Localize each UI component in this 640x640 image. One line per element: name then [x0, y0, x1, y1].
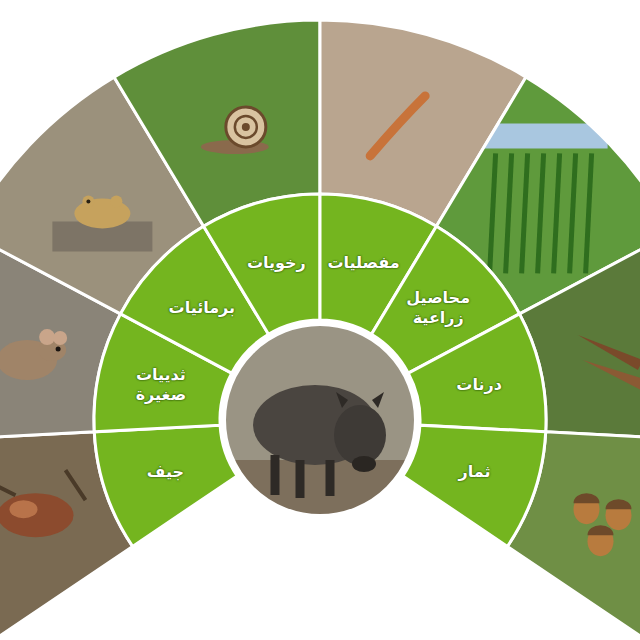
- tuber-photo: [583, 360, 640, 390]
- segment-label-box: برمائيات: [159, 298, 245, 318]
- snail-photo: [242, 123, 250, 131]
- segment-label: درنات: [436, 375, 522, 395]
- boar-head: [334, 405, 386, 465]
- sky-photo: [468, 123, 608, 148]
- segment-label: برمائيات: [159, 298, 245, 318]
- acorn-photo: [605, 500, 631, 530]
- segment-label: ثمار: [432, 462, 518, 482]
- acorn-photo: [573, 494, 599, 524]
- segment-label-box: ثدييات صغيرة: [118, 365, 204, 405]
- snail-photo: [235, 116, 257, 138]
- acorn-photo: [605, 499, 631, 509]
- crop-photo: [506, 153, 512, 273]
- segment-label-box: مفصليات: [321, 253, 407, 273]
- center-ring: [223, 323, 417, 517]
- carrion-photo: [0, 493, 74, 537]
- crop-photo: [490, 153, 496, 273]
- mouse-photo: [53, 331, 67, 345]
- twig-photo: [0, 470, 86, 500]
- mouse-photo: [39, 329, 55, 345]
- acorn-photo: [573, 493, 599, 503]
- green-segment: [94, 425, 237, 546]
- snail-photo: [226, 107, 266, 147]
- segment-label-box: درنات: [436, 375, 522, 395]
- boar-snout: [352, 456, 376, 472]
- mouse-photo: [56, 347, 61, 352]
- segment-label: رخويات: [233, 253, 319, 273]
- crop-photo: [522, 153, 528, 273]
- segment-label-box: ثمار: [432, 462, 518, 482]
- carrion-photo: [10, 500, 38, 518]
- crop-photo: [538, 153, 544, 273]
- frog-photo: [82, 195, 94, 207]
- green-segment: [408, 314, 546, 432]
- frog-photo: [86, 199, 90, 203]
- green-segment: [403, 425, 546, 546]
- tuber-photo: [578, 335, 640, 370]
- frog-photo: [110, 195, 122, 207]
- segment-label: محاصيل زراعية: [395, 288, 481, 328]
- boar-ears: [336, 392, 384, 408]
- segment-label: جيف: [122, 462, 208, 482]
- crop-photo: [570, 153, 576, 273]
- crop-photo: [554, 153, 560, 273]
- boar-legs: [275, 455, 330, 498]
- segment-label-box: رخويات: [233, 253, 319, 273]
- acorn-photo: [587, 526, 613, 556]
- segment-label: ثدييات صغيرة: [118, 365, 204, 405]
- centipede-photo: [370, 96, 425, 156]
- segment-label-box: جيف: [122, 462, 208, 482]
- boar-ground: [220, 320, 420, 520]
- crop-photo: [586, 153, 592, 273]
- segment-label-box: محاصيل زراعية: [395, 288, 481, 328]
- segment-label: مفصليات: [321, 253, 407, 273]
- acorn-photo: [587, 525, 613, 535]
- boar-photo: [220, 320, 420, 520]
